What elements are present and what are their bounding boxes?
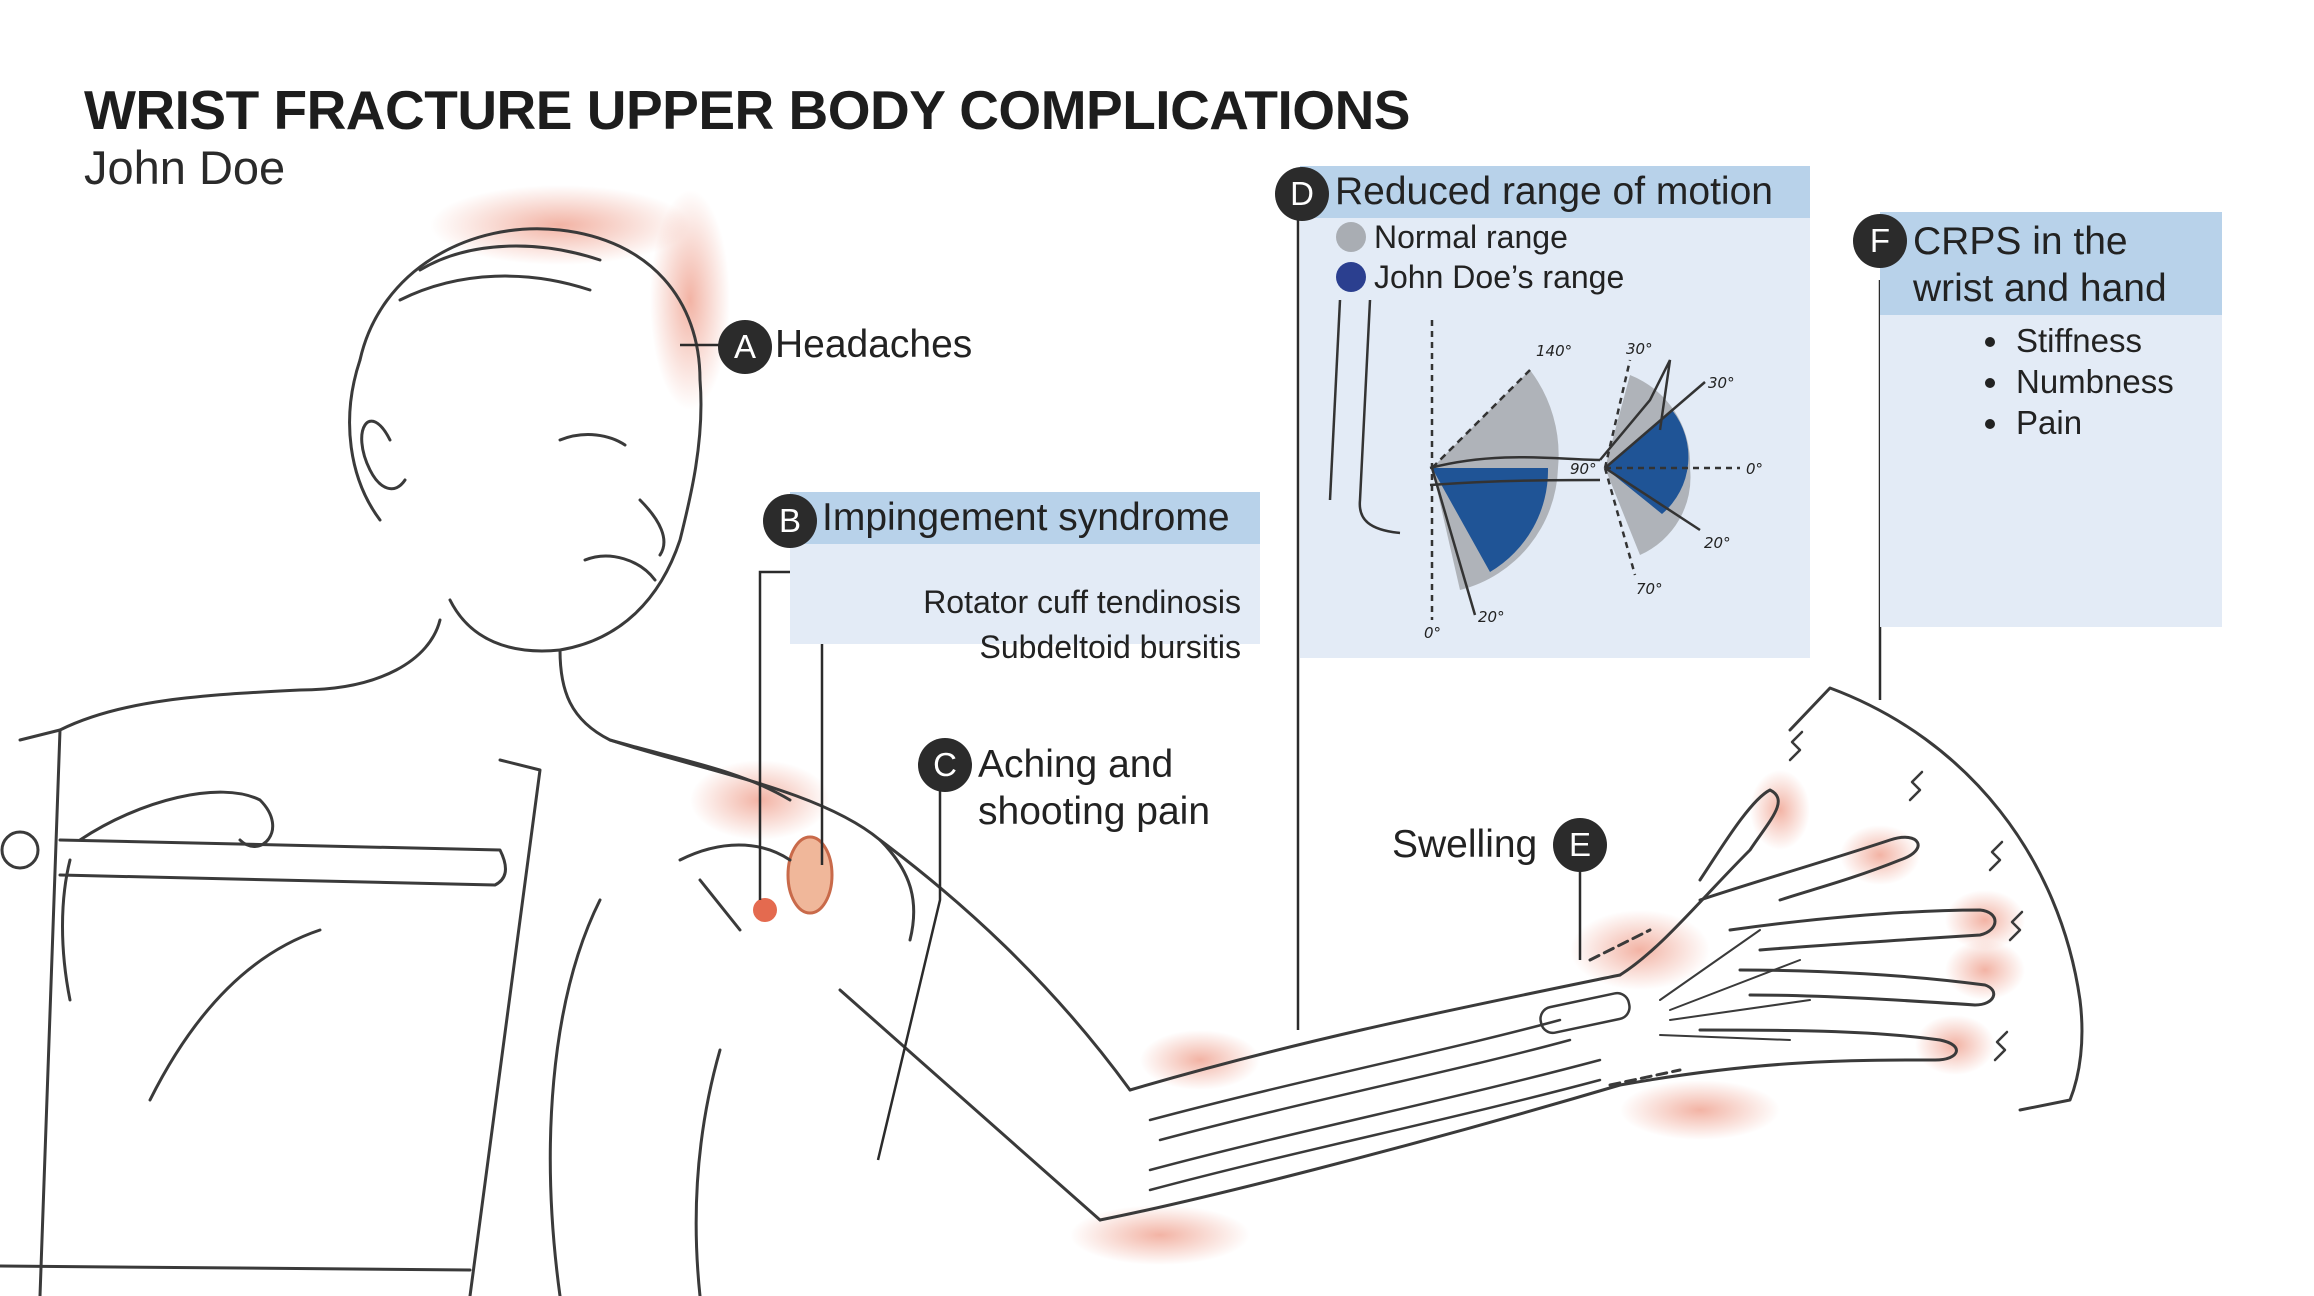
badge-b: B (763, 494, 817, 548)
crps-header-bar (1880, 212, 2222, 315)
crps-body-box (1880, 315, 2222, 627)
impingement-body-box (790, 544, 1260, 644)
patient-range-swatch (1336, 262, 1366, 292)
page-title: WRIST FRACTURE UPPER BODY COMPLICATIONS (84, 79, 1411, 141)
badge-a: A (718, 320, 772, 374)
elbow-patient-range (1432, 468, 1549, 572)
rom-tick-label: 30° (1708, 374, 1735, 392)
elbow-normal-range-upper (1432, 370, 1559, 468)
normal-range-swatch (1336, 222, 1366, 252)
aching-label-line1: Aching and (978, 743, 1174, 786)
rotator-cuff-item: Rotator cuff tendinosis (923, 584, 1241, 620)
badge-d: D (1275, 167, 1329, 221)
rom-label: Reduced range of motion (1335, 170, 1773, 213)
badge-c: C (918, 738, 972, 792)
swelling-label: Swelling (1392, 823, 1538, 866)
rom-tick-label: 20° (1478, 608, 1505, 626)
crps-label-line2: wrist and hand (1913, 267, 2167, 310)
legend-patient-range: John Doe’s range (1374, 259, 1625, 295)
rom-header-bar (1300, 166, 1810, 218)
aching-label-line2: shooting pain (978, 790, 1211, 833)
rom-tick-label: 70° (1636, 580, 1663, 598)
impingement-label: Impingement syndrome (822, 496, 1230, 539)
rom-tick-label: 30° (1626, 340, 1653, 358)
crps-label-line1: CRPS in the (1913, 220, 2128, 263)
badge-e: E (1553, 818, 1607, 872)
head-outline (358, 227, 703, 653)
wrist-patient-range (1605, 410, 1689, 514)
rom-tick-label: 20° (1704, 534, 1731, 552)
pain-glow-areas (430, 185, 2025, 1265)
crps-symptom-list: Stiffness Numbness Pain (1968, 320, 2174, 443)
rom-tick-label: 0° (1746, 460, 1763, 478)
crps-item-stiffness: Stiffness (2012, 320, 2174, 361)
rom-tick-label: 0° (1424, 624, 1441, 642)
page-subtitle: John Doe (84, 141, 286, 194)
range-of-motion-diagram: 140° 90° 0° 20° 30° 30° 0° 20° 70° (1328, 299, 1763, 642)
bursitis-item: Subdeltoid bursitis (979, 629, 1241, 665)
crps-item-numbness: Numbness (2012, 361, 2174, 402)
headaches-label: Headaches (775, 323, 973, 366)
legend-normal-range: Normal range (1374, 219, 1568, 255)
impingement-header-bar (790, 492, 1260, 544)
rom-tick-label: 140° (1536, 342, 1572, 360)
crps-item-pain: Pain (2012, 402, 2174, 443)
badge-f: F (1853, 214, 1907, 268)
rom-tick-label: 90° (1570, 460, 1597, 478)
